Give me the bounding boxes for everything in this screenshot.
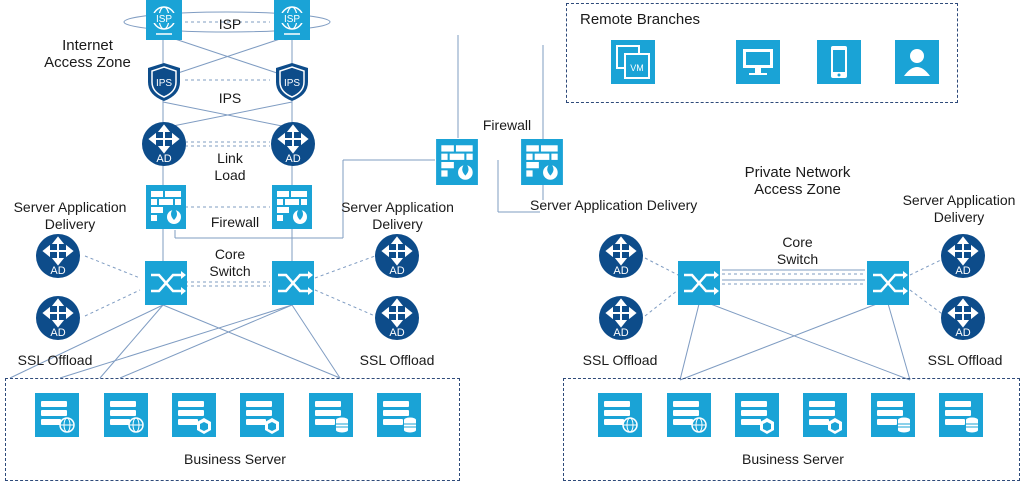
web-server-icon <box>35 393 79 437</box>
ips-shield-icon: IPS <box>274 62 310 102</box>
remote-branches-zone <box>566 3 958 103</box>
web-server-icon <box>598 393 642 437</box>
database-server-icon <box>309 393 353 437</box>
svg-text:AD: AD <box>389 327 404 339</box>
svg-text:AD: AD <box>389 265 404 277</box>
ad-server-delivery-icon: AD <box>940 233 986 279</box>
svg-text:AD: AD <box>50 265 65 277</box>
ad-server-delivery-icon: AD <box>374 233 420 279</box>
core-switch-icon <box>677 261 721 305</box>
ips-label: IPS <box>218 90 242 106</box>
core-switch-label-right: Core Switch <box>776 234 819 267</box>
isp-icon: ISP <box>146 0 182 40</box>
core-switch-icon <box>272 261 314 305</box>
svg-text:AD: AD <box>613 265 628 277</box>
business-server-left: Business Server <box>184 451 286 467</box>
ssl-offload-right-right: SSL Offload <box>927 352 1003 368</box>
isp-label: ISP <box>218 16 242 32</box>
ad-server-delivery-icon: AD <box>35 233 81 279</box>
app-server-icon <box>240 393 284 437</box>
ssl-offload-right-left: SSL Offload <box>582 352 658 368</box>
ad-server-delivery-icon: AD <box>598 233 644 279</box>
user-icon <box>895 40 939 84</box>
firewall-label-middle: Firewall <box>482 117 532 133</box>
database-server-icon <box>377 393 421 437</box>
ips-shield-icon: IPS <box>146 62 182 102</box>
svg-text:IPS: IPS <box>284 78 300 89</box>
left-business-zone <box>5 378 460 481</box>
svg-text:VM: VM <box>630 63 644 73</box>
core-switch-label-left: Core Switch <box>209 246 251 279</box>
firewall-icon <box>520 139 564 185</box>
business-server-right: Business Server <box>742 451 844 467</box>
svg-text:AD: AD <box>955 265 970 277</box>
web-server-icon <box>667 393 711 437</box>
svg-text:AD: AD <box>285 153 300 165</box>
ad-load-balancer-icon: AD <box>270 121 316 167</box>
isp-icon: ISP <box>274 0 310 40</box>
server-app-delivery-left: Server Application Delivery <box>13 199 127 232</box>
ad-ssl-offload-icon: AD <box>374 295 420 341</box>
svg-text:AD: AD <box>156 153 171 165</box>
ad-ssl-offload-icon: AD <box>35 295 81 341</box>
firewall-icon <box>435 139 479 185</box>
server-app-delivery-mid: Server Application Delivery <box>341 199 454 232</box>
server-app-delivery-middle: Server Application Delivery <box>530 197 698 213</box>
vm-icon: VM <box>611 40 655 84</box>
remote-branches-title: Remote Branches <box>580 11 701 28</box>
firewall-label-left: Firewall <box>210 214 260 230</box>
svg-text:IPS: IPS <box>156 78 172 89</box>
ad-ssl-offload-icon: AD <box>940 295 986 341</box>
app-server-icon <box>803 393 847 437</box>
server-app-delivery-right: Server Application Delivery <box>902 192 1016 225</box>
web-server-icon <box>104 393 148 437</box>
app-server-icon <box>172 393 216 437</box>
svg-text:ISP: ISP <box>156 14 172 25</box>
core-switch-icon <box>145 261 187 305</box>
mobile-phone-icon <box>817 40 861 84</box>
core-switch-icon <box>866 261 910 305</box>
svg-text:AD: AD <box>50 327 65 339</box>
right-business-zone <box>563 378 1020 481</box>
desktop-monitor-icon <box>736 40 780 84</box>
database-server-icon <box>939 393 983 437</box>
svg-text:ISP: ISP <box>284 14 300 25</box>
database-server-icon <box>871 393 915 437</box>
svg-text:AD: AD <box>955 327 970 339</box>
ssl-offload-mid: SSL Offload <box>359 352 435 368</box>
firewall-icon <box>272 185 312 229</box>
firewall-icon <box>146 185 186 229</box>
internet-zone-title: Internet Access Zone <box>44 37 131 71</box>
ad-ssl-offload-icon: AD <box>598 295 644 341</box>
ad-load-balancer-icon: AD <box>141 121 187 167</box>
ssl-offload-left: SSL Offload <box>17 352 93 368</box>
app-server-icon <box>735 393 779 437</box>
svg-text:AD: AD <box>613 327 628 339</box>
private-zone-title: Private Network Access Zone <box>744 164 851 198</box>
link-load-label: Link Load <box>214 150 246 183</box>
